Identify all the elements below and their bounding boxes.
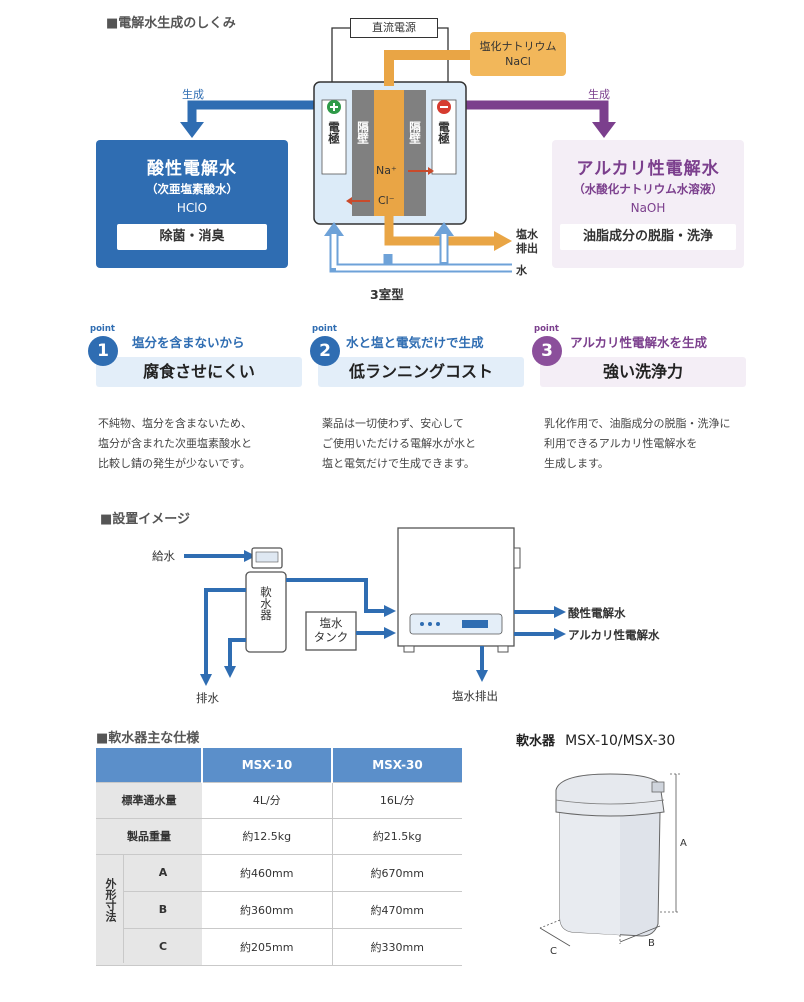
install-out-alk-label: アルカリ性電解水 [568,628,660,642]
point1-number: 1 [88,336,118,366]
center-chamber [374,90,404,216]
electrode-minus-label: 電極 [437,121,451,144]
dims-group-label: 外形寸法 [104,878,117,922]
row-label: 製品重量 [96,818,202,855]
point3-word: point [534,324,559,334]
dc-power-box: 直流電源 [350,18,438,38]
row-label: 標準通水量 [96,782,202,819]
gen-left-label: 生成 [182,88,204,101]
control-panel [409,613,503,635]
acid-water-box: 酸性電解水 （次亜塩素酸水） HClO 除菌・消臭 [96,140,288,268]
dim-a-label: A [680,838,687,849]
row-value: 約670mm [332,854,462,892]
install-softener-label: 軟水器 [259,586,273,621]
install-drain-label: 排水 [196,691,219,705]
table-header-row: MSX-10 MSX-30 [96,748,462,783]
na-ion-label: Na⁺ [376,164,397,177]
nacl-label: 塩化ナトリウム [479,40,557,53]
dim-c-label: C [550,946,557,957]
arrow-gen-left [187,100,316,126]
softener-dimension-figure [539,773,680,947]
dim-b-label: B [648,938,655,949]
membrane1-label: 隔壁 [356,121,370,144]
row-value: 4L/分 [202,782,333,819]
point1-word: point [90,324,115,334]
dim-label-a: A [158,865,168,879]
row-value: 約205mm [202,928,333,966]
install-brine-drain-label: 塩水排出 [452,689,498,703]
nacl-feed [384,50,470,86]
point3-number: 3 [532,336,562,366]
point2-heading: 水と塩と電気だけで生成 [346,335,484,350]
point1-heading: 塩分を含まないから [132,335,245,350]
alkaline-use: 油脂成分の脱脂・洗浄 [560,224,736,250]
dc-wire-right [438,27,449,98]
dc-wire-left [331,27,350,98]
cl-ion-label: Cl⁻ [378,194,395,207]
install-out-acid-label: 酸性電解水 [568,606,626,620]
table-row: B 約360mm 約470mm [96,891,462,929]
row-value: 約330mm [332,928,462,966]
electrode-plus-label: 電極 [327,121,341,144]
acid-title: 酸性電解水 [147,159,237,179]
row-value: 16L/分 [332,782,462,819]
row-value: 約21.5kg [332,818,462,855]
membrane2-label: 隔壁 [408,121,422,144]
dim-label-b: B [158,902,168,916]
install-brine-tank-label: 塩水 タンク [313,616,349,644]
table-header-msx30: MSX-30 [331,748,462,783]
alkaline-title: アルカリ性電解水 [576,159,720,179]
arrow-gen-right [460,100,609,126]
point1-bar: 腐食させにくい [96,357,302,387]
point1-desc: 不純物、塩分を含まないため、 塩分が含まれた次亜塩素酸水と 比較し錆の発生が少な… [98,417,252,470]
table-header-blank [96,748,202,783]
point2-bar: 低ランニングコスト [318,357,524,387]
spec-table: MSX-10 MSX-30 標準通水量 4L/分 16L/分 製品重量 約12.… [96,748,462,966]
acid-formula: HClO [176,201,208,215]
point3-desc: 乳化作用で、油脂成分の脱脂・洗浄に 利用できるアルカリ性電解水を 生成します。 [544,417,731,470]
point2-number: 2 [310,336,340,366]
acid-use: 除菌・消臭 [117,224,267,250]
nacl-formula: NaCl [505,55,531,68]
point2-word: point [312,324,337,334]
gen-right-label: 生成 [588,88,610,101]
arrow-gen-right-head [592,122,616,138]
table-row: 製品重量 約12.5kg 約21.5kg [96,818,462,855]
alkaline-sub: （水酸化ナトリウム水溶液） [573,182,723,196]
table-row: 標準通水量 4L/分 16L/分 [96,782,462,819]
brine-drain-label: 塩水 排出 [516,228,538,255]
row-value: 約360mm [202,891,333,929]
electrolysis-diagram [180,27,616,273]
section-title-mechanism: ■電解水生成のしくみ [106,16,236,31]
table-row: C 約205mm 約330mm [96,928,462,966]
point3-heading: アルカリ性電解水を生成 [570,335,708,350]
point2-desc: 薬品は一切使わず、安心して ご使用いただける電解水が水と 塩と電気だけで生成でき… [322,417,476,470]
softener-unit [245,571,287,653]
electrode-minus-body [431,99,457,175]
nacl-box: 塩化ナトリウム NaCl [470,32,566,76]
membrane-left [352,90,374,216]
section-title-spec: ■軟水器主な仕様 [96,731,200,746]
table-row: A 約460mm 約670mm [96,854,462,892]
water-label: 水 [516,264,527,277]
softener-figure-title: 軟水器 MSX-10/MSX-30 [516,733,676,749]
dims-group-cell [96,855,124,963]
alkaline-formula: NaOH [630,201,666,215]
membrane-right [404,90,426,216]
cell-type-label: 3室型 [370,287,404,302]
row-value: 約460mm [202,854,333,892]
row-value: 約12.5kg [202,818,333,855]
installation-diagram [184,527,566,686]
dim-label-c: C [158,939,168,953]
section-title-install: ■設置イメージ [100,512,191,527]
install-supply-label: 給水 [152,549,175,563]
brine-drain-arrow [384,216,496,246]
table-header-msx10: MSX-10 [201,748,332,783]
row-value: 約470mm [332,891,462,929]
point3-bar: 強い洗浄力 [540,357,746,387]
brine-drain-head [494,231,512,251]
alkaline-water-box: アルカリ性電解水 （水酸化ナトリウム水溶液） NaOH 油脂成分の脱脂・洗浄 [552,140,744,268]
acid-sub: （次亜塩素酸水） [146,182,238,196]
arrow-gen-left-head [180,122,204,138]
